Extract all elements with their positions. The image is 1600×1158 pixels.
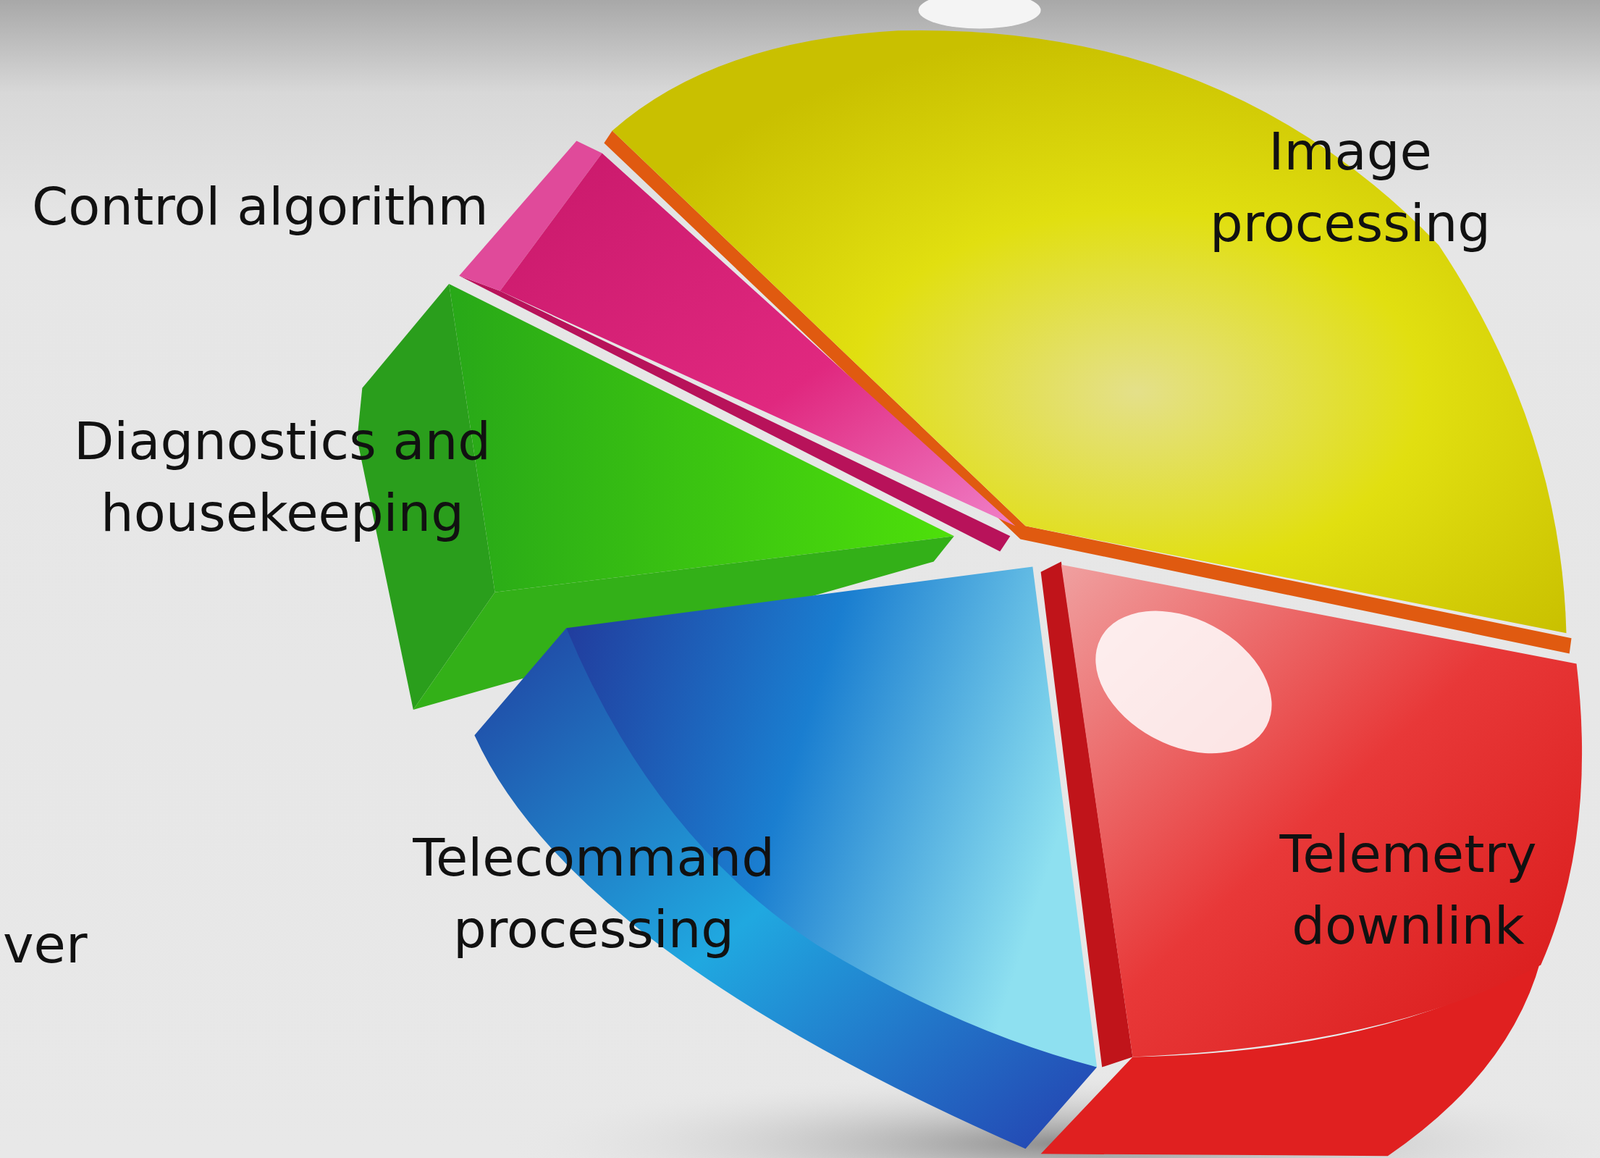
slice-label: Telecommand processing (358, 821, 829, 966)
slice-label: ver (2, 908, 88, 981)
slice-label: Telemetry downlink (1230, 818, 1586, 963)
slice-label: Diagnostics and housekeeping (21, 405, 543, 550)
slice-label: Image processing (1165, 115, 1535, 260)
slice-label: Control algorithm (31, 170, 489, 243)
